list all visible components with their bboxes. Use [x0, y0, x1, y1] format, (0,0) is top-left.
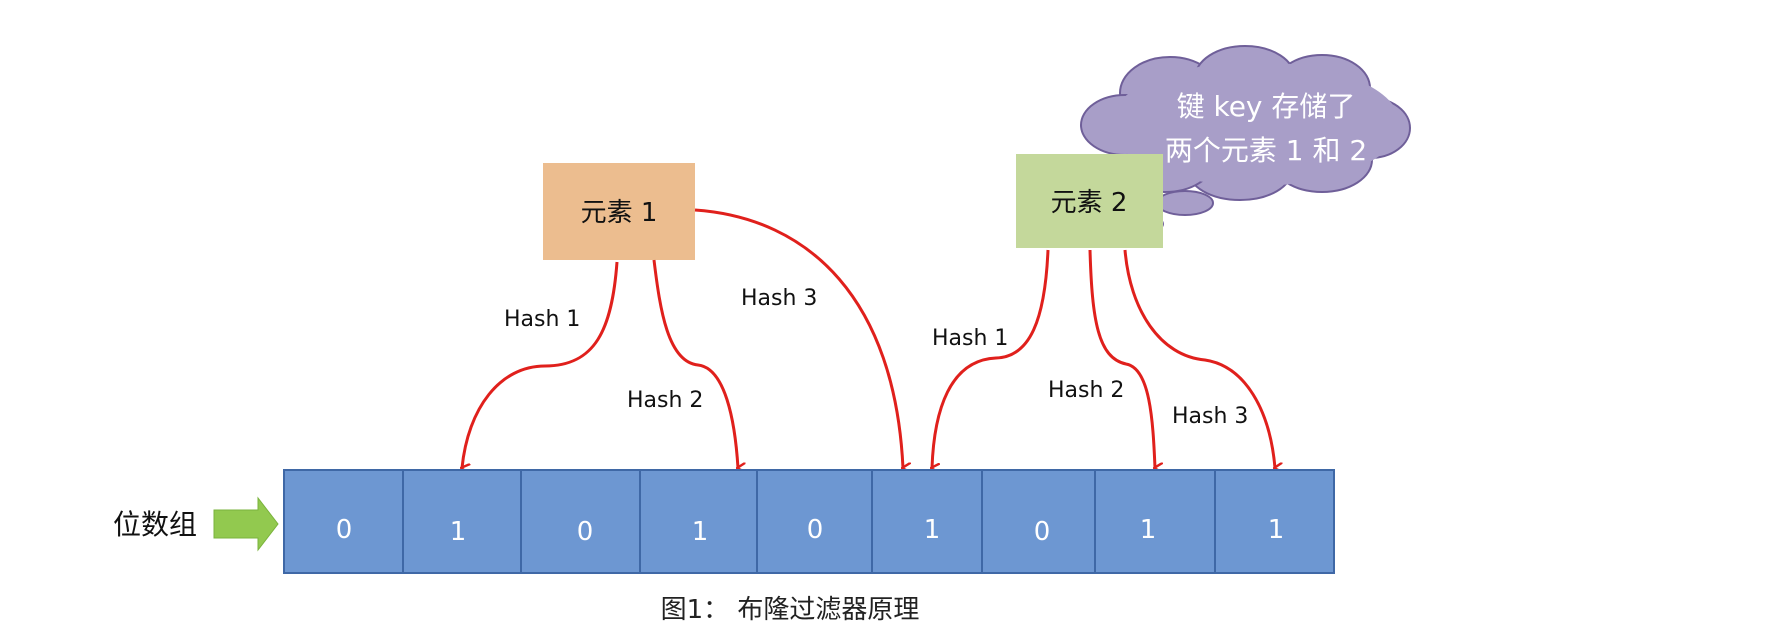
element-2-hash-2-label: Hash 2	[1048, 378, 1124, 403]
bit-array-label: 位数组	[113, 508, 197, 541]
bit-cell-4: 0	[807, 515, 824, 545]
thought-cloud: 键 key 存储了 两个元素 1 和 2	[1080, 45, 1411, 244]
bit-cell-6: 0	[1034, 517, 1051, 547]
element-2-label: 元素 2	[1051, 188, 1128, 218]
element-1-box: 元素 1	[543, 163, 695, 260]
element-2-hash-3-arrow	[1123, 249, 1275, 468]
bit-cell-1: 1	[450, 517, 467, 547]
cloud-line-2: 两个元素 1 和 2	[1165, 134, 1367, 167]
bit-cell-0: 0	[336, 515, 353, 545]
element-2-hash-1-label: Hash 1	[932, 326, 1008, 351]
element-2-hash-2-arrow	[1088, 249, 1155, 468]
bit-array-frame	[283, 469, 1335, 574]
bit-array: 0 1 0 1 0 1 0 1 1	[283, 469, 1335, 574]
element-2-hash-3-label: Hash 3	[1172, 404, 1248, 429]
element-1-hash-2-label: Hash 2	[627, 388, 703, 413]
bit-cell-2: 0	[577, 517, 594, 547]
element-1-hash-1-arrow	[462, 261, 619, 468]
bit-cell-5: 1	[924, 515, 941, 545]
element-1-hash-1-label: Hash 1	[504, 307, 580, 332]
bit-cell-3: 1	[692, 517, 709, 547]
element-1-label: 元素 1	[581, 198, 658, 228]
element-1-hash-3-arrow	[694, 208, 903, 468]
figure-caption: 图1： 布隆过滤器原理	[661, 595, 920, 625]
pointer-arrow-icon	[213, 496, 279, 552]
element-2-hash-1-arrow	[932, 249, 1050, 468]
bit-cell-7: 1	[1140, 515, 1157, 545]
cloud-line-1: 键 key 存储了	[1177, 90, 1356, 123]
bit-cell-8: 1	[1268, 515, 1285, 545]
element-1-hash-3-label: Hash 3	[741, 286, 817, 311]
element-1-hash-2-arrow	[652, 259, 738, 468]
element-2-box: 元素 2	[1016, 154, 1163, 248]
